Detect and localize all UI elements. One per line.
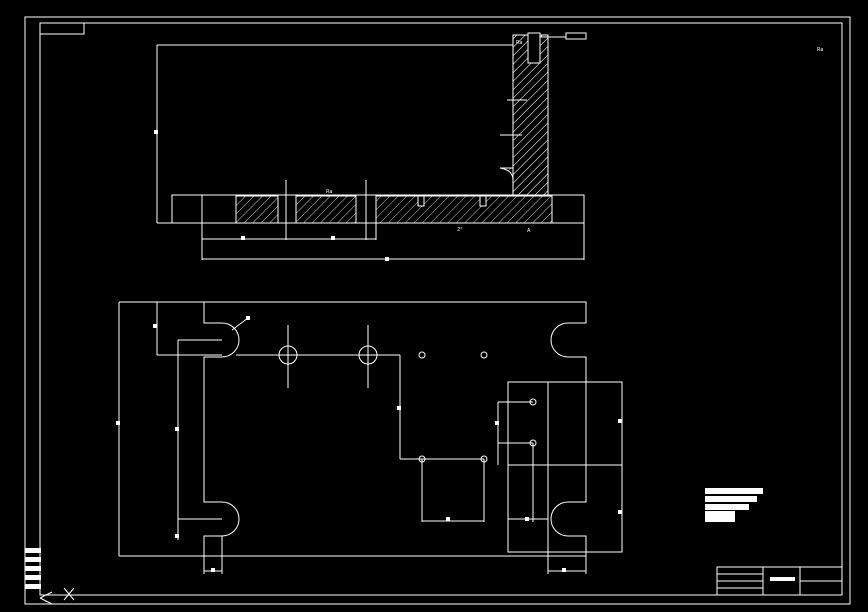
surface-finish-label-3: Ra	[817, 47, 823, 53]
surface-finish-label-2: Ra	[516, 40, 522, 46]
cursor-crosshair-icon	[63, 587, 75, 601]
plan-view[interactable]	[116, 301, 623, 574]
technical-notes-block	[705, 488, 763, 522]
corner-box	[39, 22, 85, 35]
hatch-region-3	[375, 195, 553, 224]
datum-label: A	[527, 228, 531, 234]
ucs-icon	[39, 591, 53, 605]
angle-label: 2°	[457, 227, 463, 233]
surface-finish-label-1: Ra	[326, 189, 332, 195]
outer-frame	[24, 16, 851, 605]
left-legend	[25, 548, 41, 589]
inner-frame	[39, 22, 843, 596]
title-block	[716, 566, 843, 596]
hatch-region-2	[295, 195, 357, 224]
hatch-region-1	[235, 195, 279, 224]
section-view[interactable]: Ra Ra Ra 2° A	[154, 32, 823, 261]
